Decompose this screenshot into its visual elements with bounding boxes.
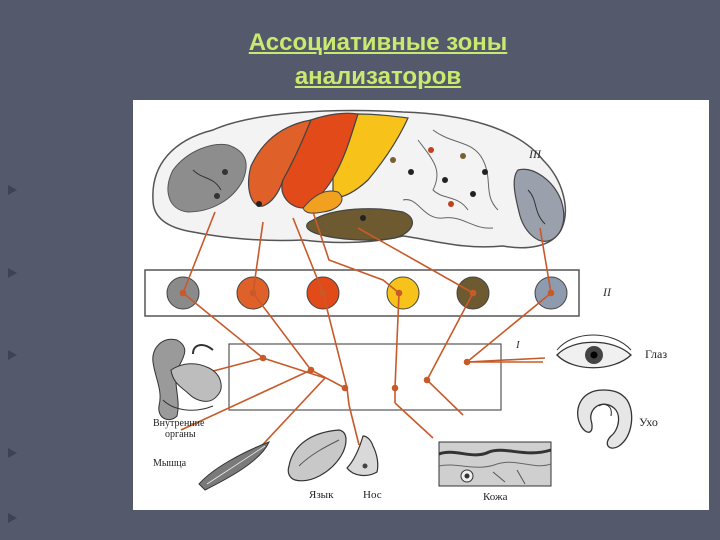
slide-title: Ассоциативные зоны анализаторов bbox=[160, 26, 596, 94]
analyzer-diagram: III II I bbox=[133, 100, 709, 510]
brain-cortex: III bbox=[152, 109, 567, 249]
bullet-arrow-icon bbox=[8, 350, 17, 360]
muscle-illustration bbox=[198, 441, 270, 491]
analyzer-diagram-svg: III II I bbox=[144, 109, 667, 503]
nose-illustration bbox=[346, 435, 379, 477]
level-label-cortex: III bbox=[528, 147, 542, 161]
title-line-2: анализаторов bbox=[294, 63, 462, 90]
internal-organs-illustration bbox=[152, 338, 222, 421]
skin-section-illustration bbox=[438, 441, 552, 487]
skin-label: Кожа bbox=[483, 491, 508, 503]
eye-illustration bbox=[556, 334, 632, 369]
slide-bullet-column bbox=[8, 0, 22, 540]
internal-organs-label-line-2: органы bbox=[165, 429, 196, 440]
muscle-label: Мышца bbox=[153, 458, 187, 469]
internal-organs-label-line-1: Внутренние bbox=[153, 418, 205, 429]
title-line-1: Ассоциативные зоны bbox=[248, 29, 508, 56]
zone-yellow bbox=[332, 113, 409, 199]
bullet-arrow-icon bbox=[8, 513, 17, 523]
zone-blue-grey-occipital bbox=[513, 168, 565, 242]
level-label-receptors: I bbox=[515, 339, 521, 351]
zone-olive bbox=[306, 208, 413, 241]
bullet-arrow-icon bbox=[8, 268, 17, 278]
eye-label: Глаз bbox=[645, 347, 667, 361]
ear-label: Ухо bbox=[639, 415, 658, 429]
receptor-box: I bbox=[228, 339, 521, 411]
analyzer-centers-band: II bbox=[144, 269, 612, 317]
neural-pathways bbox=[178, 211, 555, 456]
level-label-middle: II bbox=[602, 285, 612, 299]
bullet-arrow-icon bbox=[8, 448, 17, 458]
bullet-arrow-icon bbox=[8, 185, 17, 195]
nose-label: Нос bbox=[363, 489, 382, 501]
center-circle-yellow bbox=[386, 276, 420, 310]
tongue-illustration bbox=[287, 429, 347, 482]
ear-illustration bbox=[577, 389, 633, 449]
tongue-label: Язык bbox=[309, 489, 334, 501]
